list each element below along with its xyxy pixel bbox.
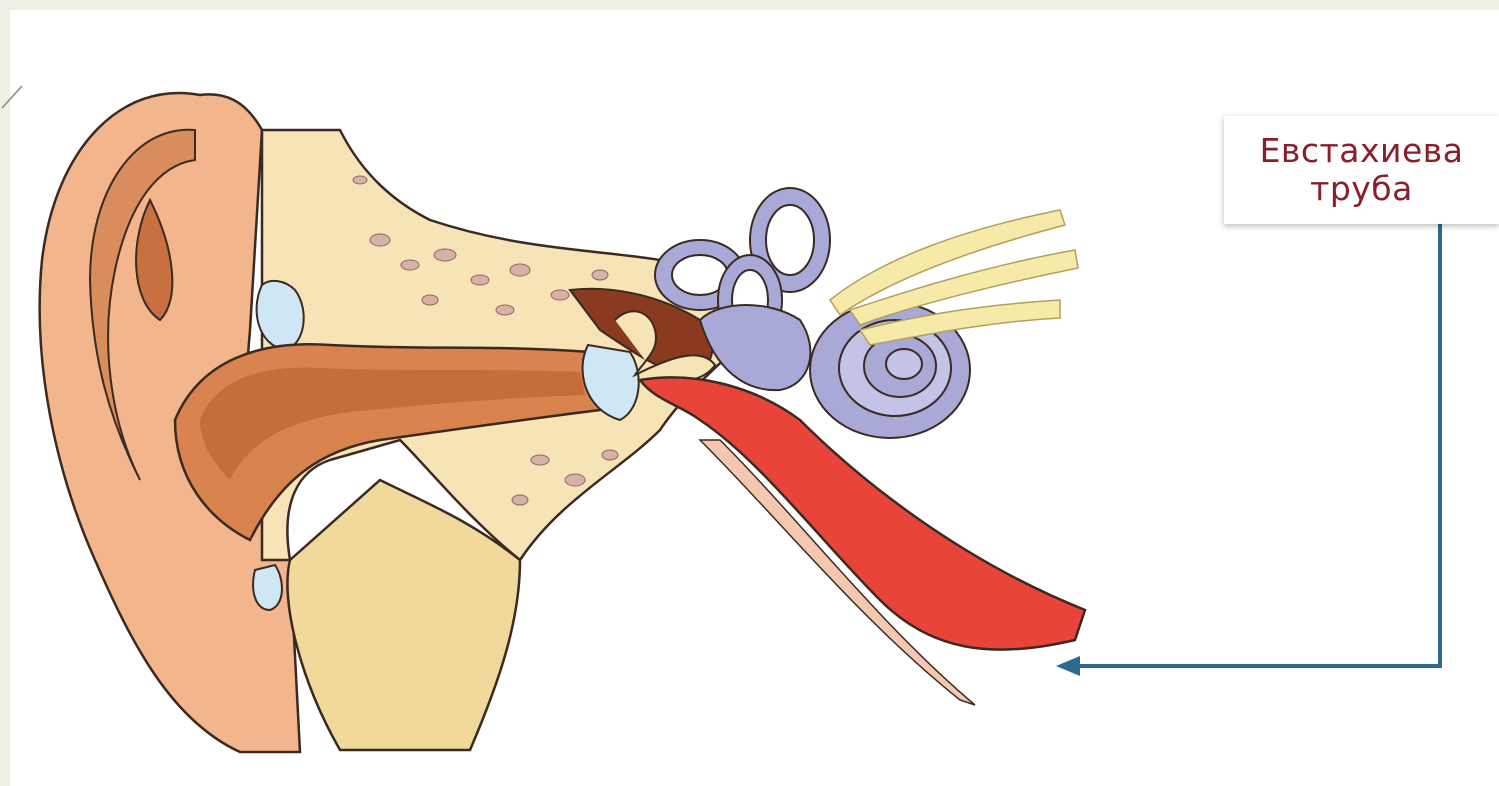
- cartilage-lower: [253, 565, 282, 610]
- callout-pointer: [1056, 224, 1440, 676]
- eustachian-tube-callout: Евстахиева труба: [1224, 116, 1499, 224]
- vestibule: [700, 305, 810, 390]
- eustachian-tube-label: Евстахиева труба: [1260, 132, 1464, 208]
